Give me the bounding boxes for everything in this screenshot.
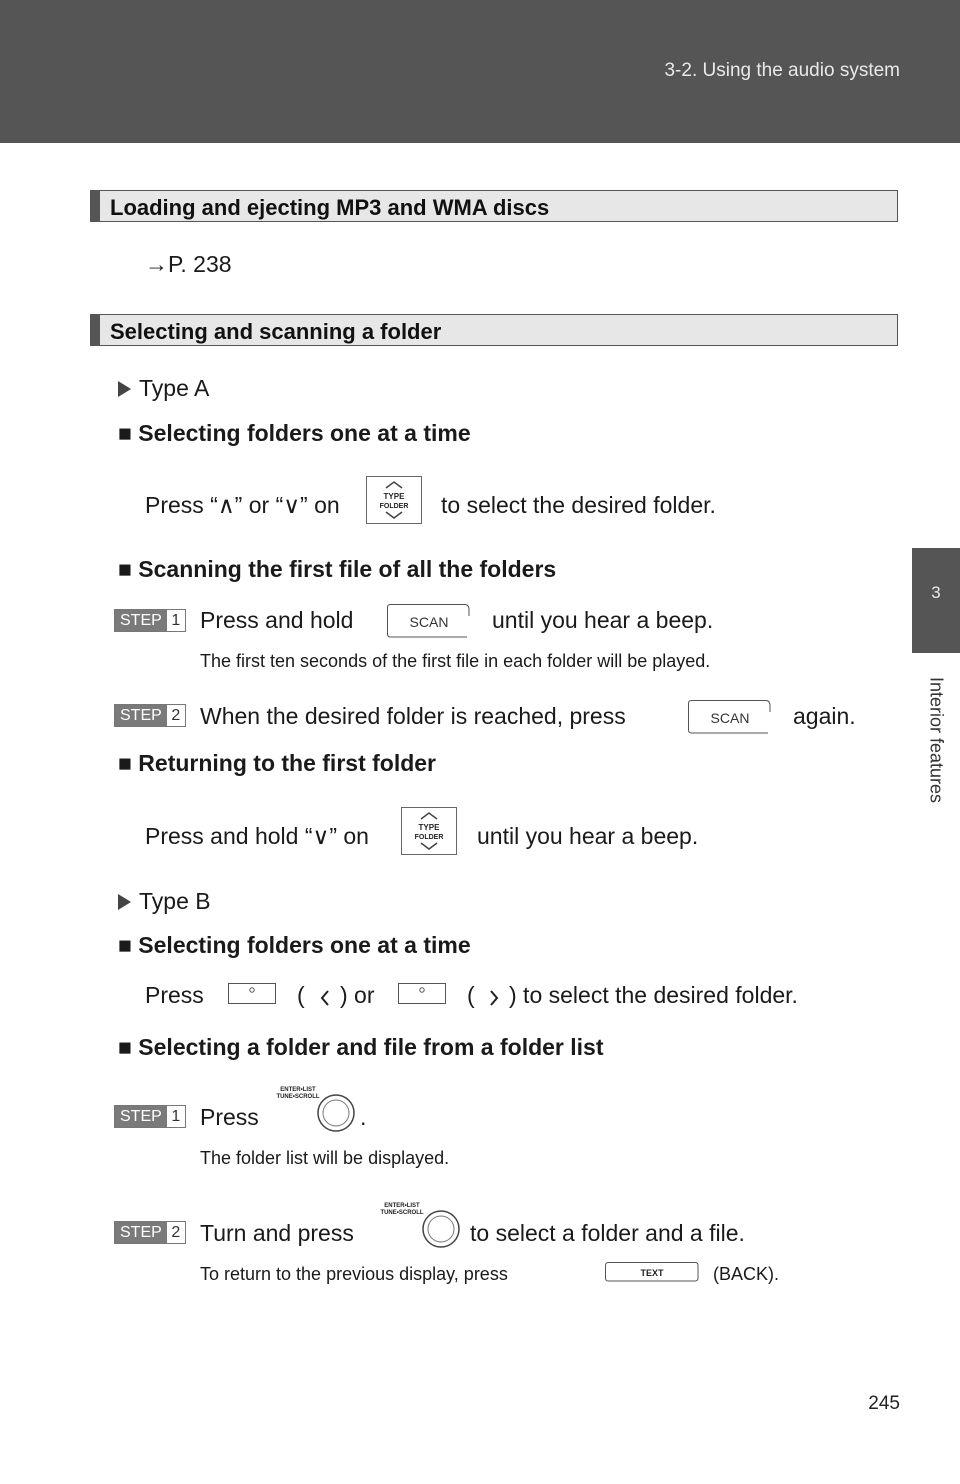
instruction-text: Press and hold “∨” on — [145, 823, 369, 849]
type-a-label: Type A — [118, 375, 209, 402]
step-note: The first ten seconds of the first file … — [200, 651, 711, 671]
step-note: (BACK). — [713, 1264, 780, 1284]
scan-text: SCAN — [410, 614, 449, 630]
square-bullet: ■ — [118, 420, 132, 446]
section-title: Loading and ejecting MP3 and WMA discs — [110, 195, 550, 220]
paren-text: ) or — [340, 982, 375, 1008]
step-text: to select a folder and a file. — [470, 1220, 745, 1246]
chapter-number: 3 — [931, 583, 941, 602]
folder-text: FOLDER — [380, 503, 409, 510]
square-bullet: ■ — [118, 556, 132, 582]
text-label: TEXT — [640, 1268, 664, 1278]
scan-button-icon: SCAN — [688, 700, 771, 734]
text-button-icon: TEXT — [605, 1262, 699, 1282]
scan-button-icon: SCAN — [387, 604, 470, 638]
type-b-label: Type B — [118, 888, 211, 915]
scan-text: SCAN — [711, 710, 750, 726]
step-text: When the desired folder is reached, pres… — [200, 703, 626, 729]
type-folder-button-icon: TYPE FOLDER — [401, 807, 457, 855]
chapter-tab: 3 — [912, 548, 960, 653]
step-text: Press and hold — [200, 607, 354, 633]
instruction-text: Press — [145, 982, 204, 1008]
folder-text: FOLDER — [415, 834, 444, 841]
type-text: TYPE — [384, 492, 406, 501]
svg-text:TUNE•SCROLL: TUNE•SCROLL — [380, 1210, 423, 1216]
step-text: . — [360, 1104, 367, 1130]
svg-text:TUNE•SCROLL: TUNE•SCROLL — [276, 1094, 319, 1100]
type-folder-button-icon: TYPE FOLDER — [366, 476, 422, 524]
triangle-bullet-icon — [118, 381, 131, 397]
tune-knob-icon: ENTER•LIST TUNE•SCROLL — [276, 1087, 355, 1132]
step-note: The folder list will be displayed. — [200, 1148, 450, 1168]
instruction-text: Press “∧” or “∨” on — [145, 492, 340, 518]
triangle-bullet-icon — [118, 894, 131, 910]
instruction-text: until you hear a beep. — [477, 823, 699, 849]
section-heading-loading: Loading and ejecting MP3 and WMA discs — [90, 190, 898, 222]
type-text: TYPE — [419, 823, 441, 832]
instruction-text: to select the desired folder. — [441, 492, 716, 518]
square-bullet: ■ — [118, 1034, 132, 1060]
section-title: Selecting and scanning a folder — [110, 319, 442, 344]
step-note: To return to the previous display, press — [200, 1264, 508, 1284]
header-title: 3-2. Using the audio system — [664, 60, 900, 81]
instruction-text: ) to select the desired folder. — [509, 982, 798, 1008]
subheading: ■ Selecting folders one at a time — [118, 932, 471, 958]
preset-button-icon — [228, 983, 276, 1004]
section-heading-selecting: Selecting and scanning a folder — [90, 314, 898, 346]
page-reference: →P. 238 — [145, 251, 232, 277]
svg-text:ENTER•LIST: ENTER•LIST — [384, 1203, 420, 1209]
subheading: ■ Returning to the first folder — [118, 750, 437, 776]
preset-button-icon — [398, 983, 446, 1004]
chevron-right-icon — [490, 990, 499, 1006]
step-text: until you hear a beep. — [492, 607, 714, 633]
step-text: Turn and press — [200, 1220, 354, 1246]
chapter-title: Interior features — [926, 676, 947, 804]
subheading: ■ Selecting folders one at a time — [118, 420, 471, 446]
svg-text:ENTER•LIST: ENTER•LIST — [280, 1087, 316, 1093]
page-header: 3-2. Using the audio system — [0, 0, 960, 143]
square-bullet: ■ — [118, 932, 132, 958]
square-bullet: ■ — [118, 750, 132, 776]
paren-text: ( — [467, 982, 475, 1008]
step-text: Press — [200, 1104, 259, 1130]
paren-text: ( — [297, 982, 305, 1008]
step-text: again. — [793, 703, 856, 729]
chevron-left-icon — [320, 990, 329, 1006]
subheading: ■ Selecting a folder and file from a fol… — [118, 1034, 604, 1060]
page-number: 245 — [868, 1393, 900, 1414]
subheading: ■ Scanning the first file of all the fol… — [118, 556, 557, 582]
tune-knob-icon: ENTER•LIST TUNE•SCROLL — [380, 1203, 460, 1248]
